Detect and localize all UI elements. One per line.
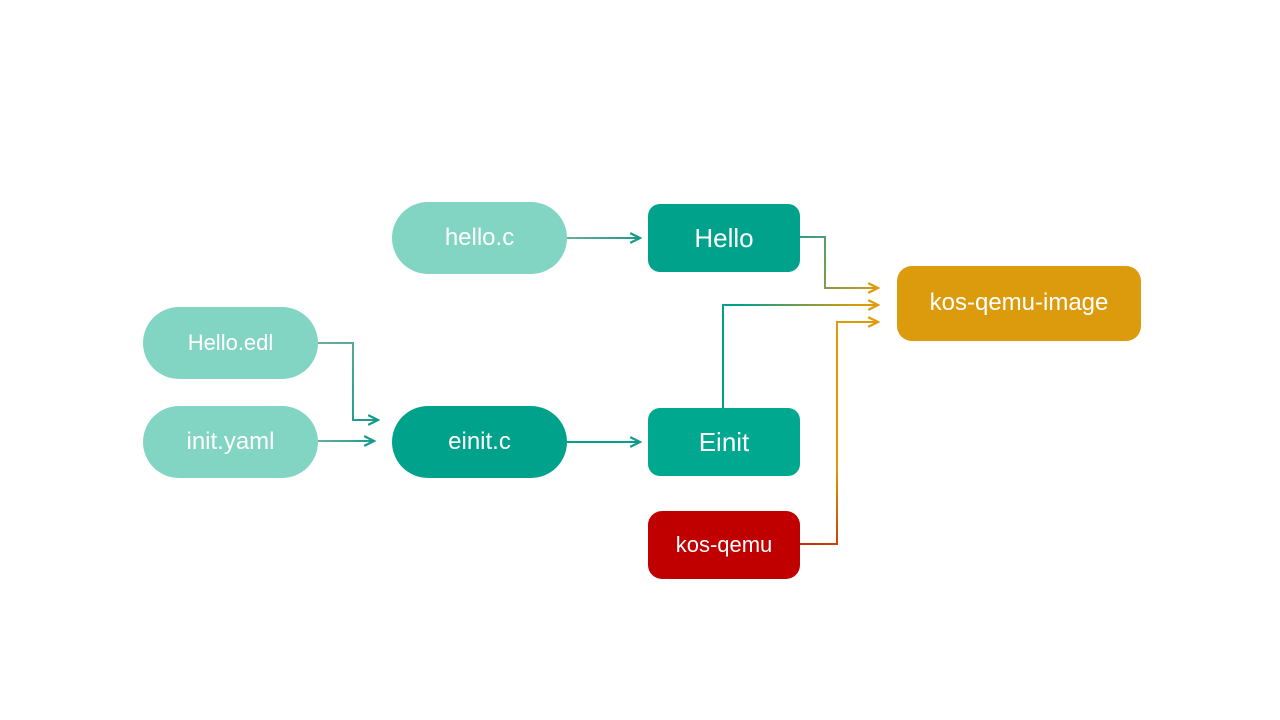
node-kos-qemu: kos-qemu: [648, 511, 800, 579]
edge-kos-qemu-to-kos-qemu-image: [800, 322, 878, 545]
node-einit-c: einit.c: [392, 406, 567, 478]
node-einit: Einit: [648, 408, 800, 476]
node-hello-edl: Hello.edl: [143, 307, 318, 379]
node-init-yaml: init.yaml: [143, 406, 318, 478]
node-hello-edl-label: Hello.edl: [187, 329, 274, 355]
node-hello: Hello: [648, 204, 800, 272]
edge-einit-to-kos-qemu-image: [722, 305, 878, 408]
node-kos-qemu-image-label: kos-qemu-image: [929, 289, 1109, 317]
edge-hello-to-kos-qemu-image: [800, 236, 878, 288]
node-einit-c-label: einit.c: [448, 427, 511, 455]
node-init-yaml-label: init.yaml: [186, 427, 275, 455]
node-hello-label: Hello: [694, 222, 754, 253]
node-kos-qemu-image: kos-qemu-image: [897, 266, 1141, 341]
edge-hello-edl-to-einit-c: [318, 342, 378, 420]
node-hello-c-label: hello.c: [444, 223, 515, 251]
node-einit-label: Einit: [698, 426, 750, 457]
node-kos-qemu-label: kos-qemu: [675, 531, 773, 557]
node-hello-c: hello.c: [392, 202, 567, 274]
